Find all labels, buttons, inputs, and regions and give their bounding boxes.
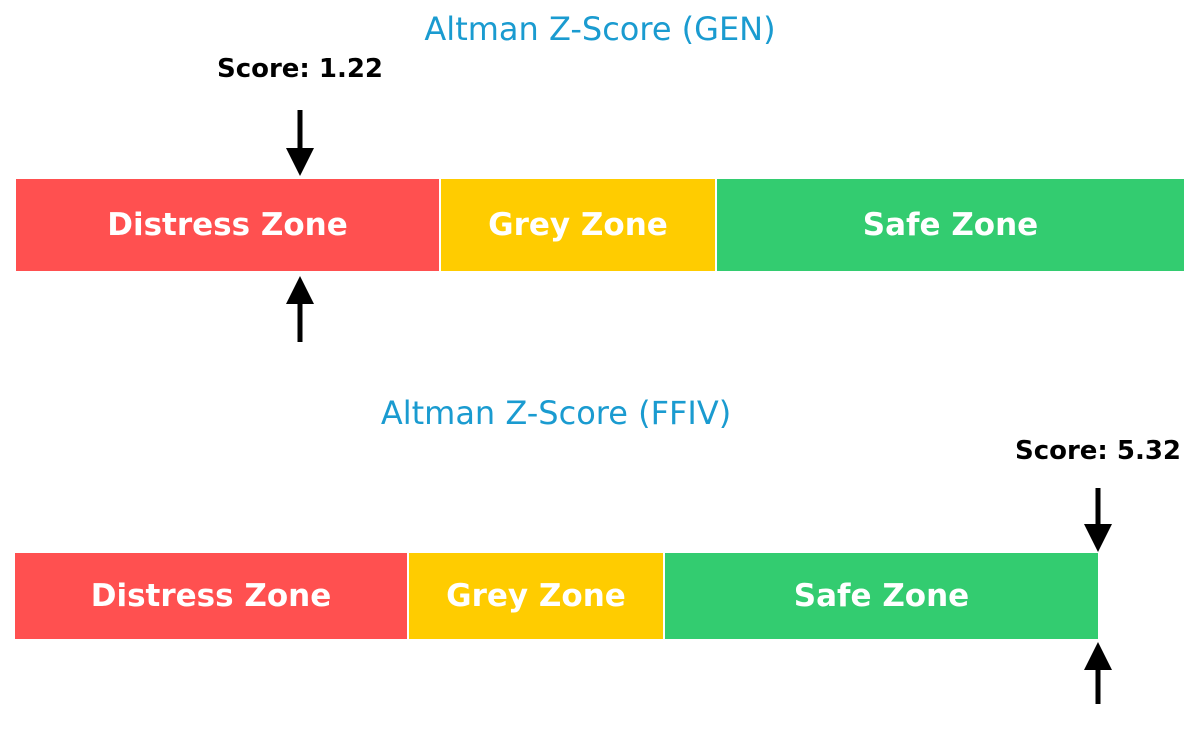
zone-label: Grey Zone [446,578,626,614]
grey-zone: Grey Zone [439,179,715,271]
zone-label: Distress Zone [107,207,348,243]
score-label: Score: 5.32 [1014,436,1182,466]
chart-title: Altman Z-Score (FFIV) [380,394,732,432]
zone-label: Safe Zone [862,207,1039,243]
safe-zone: Safe Zone [663,553,1098,639]
zone-label: Distress Zone [90,578,332,614]
distress-zone: Distress Zone [15,553,407,639]
safe-zone: Safe Zone [715,179,1184,271]
arrow-up-icon [286,276,314,342]
distress-zone: Distress Zone [16,179,439,271]
zone-label: Safe Zone [793,578,970,614]
zone-bar: Distress Zone Grey Zone Safe Zone [16,179,1184,271]
score-label: Score: 1.22 [216,54,384,84]
chart-title: Altman Z-Score (GEN) [424,10,776,48]
arrow-down-icon [286,110,314,176]
zone-label: Grey Zone [488,207,668,243]
zone-bar: Distress Zone Grey Zone Safe Zone [15,553,1098,639]
arrow-up-icon [1084,642,1112,704]
grey-zone: Grey Zone [407,553,663,639]
arrow-down-icon [1084,488,1112,552]
